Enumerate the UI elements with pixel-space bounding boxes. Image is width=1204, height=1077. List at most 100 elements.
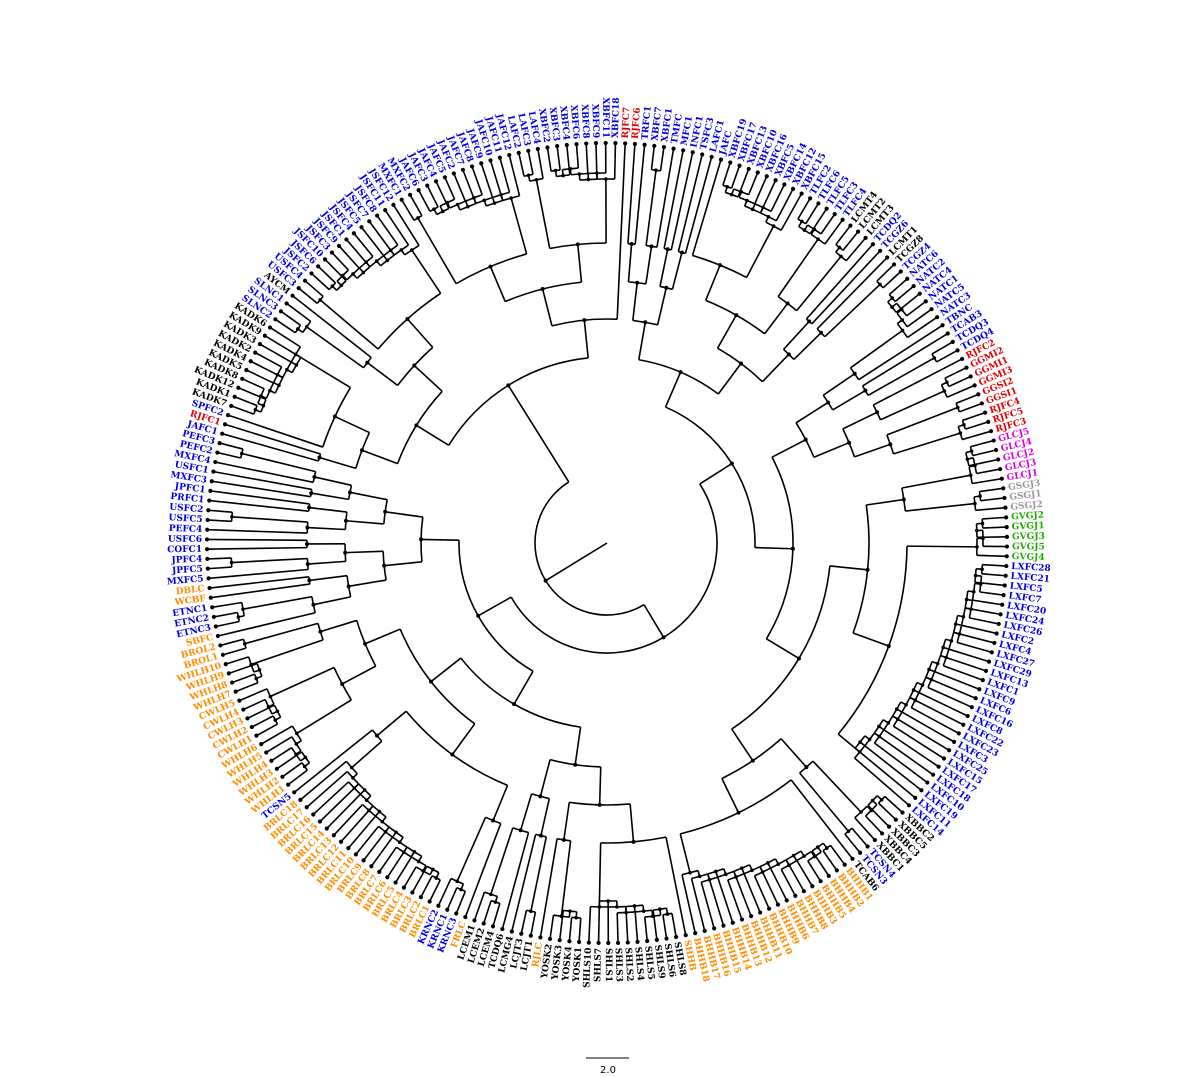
tip-dot — [986, 659, 992, 664]
clade-branch — [842, 243, 849, 251]
backbone-branch — [421, 538, 460, 541]
tip-branch — [370, 852, 382, 867]
clade-branch — [872, 799, 878, 806]
clade-branch — [374, 811, 381, 817]
tip-dot — [205, 527, 210, 532]
tip-dot — [999, 476, 1004, 481]
backbone-branch — [822, 373, 856, 396]
tip-dot — [645, 938, 650, 944]
tip-dot — [718, 157, 724, 162]
tip-branch — [918, 308, 933, 320]
backbone-branch — [866, 498, 904, 506]
tip-dot — [535, 146, 540, 152]
tip-dot — [992, 640, 997, 646]
clade-branch — [906, 327, 922, 339]
tip-dot — [555, 144, 560, 149]
backbone-branch — [811, 259, 873, 325]
tip-dot — [304, 805, 309, 810]
clade-branch — [774, 858, 780, 865]
tip-dot — [964, 365, 969, 370]
clade-branch — [959, 408, 968, 413]
clade-branch — [227, 620, 240, 625]
tip-dot — [296, 286, 301, 291]
tip-dot — [528, 933, 533, 938]
clade-branch — [887, 297, 893, 303]
tip-dot — [973, 696, 978, 701]
clade-branch — [892, 725, 935, 753]
clade-branch — [249, 401, 258, 407]
tip-branch — [908, 779, 922, 791]
tip-branch — [971, 430, 992, 438]
tip-dot — [613, 140, 618, 146]
tip-dot — [229, 403, 234, 408]
tip-dot — [1001, 593, 1006, 598]
tip-branch — [985, 477, 1002, 483]
tip-dot — [367, 219, 372, 224]
clade-branch — [410, 851, 416, 858]
tip-branch — [585, 143, 588, 160]
tip-branch — [920, 316, 938, 330]
tip-branch — [219, 442, 236, 448]
clade-branch — [561, 169, 564, 176]
tip-label: XBFC8 — [579, 104, 591, 139]
clade-branch — [972, 599, 987, 604]
clade-branch — [876, 795, 883, 801]
clade-branch — [759, 207, 764, 214]
clade-branch — [219, 566, 232, 569]
clade-branch — [864, 735, 871, 741]
tip-dot — [755, 170, 760, 175]
backbone-branch — [745, 225, 775, 278]
backbone-branch — [314, 476, 352, 487]
clade-branch — [967, 590, 974, 593]
tip-dot — [460, 167, 465, 172]
node-dot — [568, 166, 573, 171]
tip-dot — [965, 713, 970, 719]
tip-dot — [712, 926, 717, 931]
tip-dot — [936, 764, 941, 769]
clade-branch — [464, 200, 469, 207]
backbone-branch — [244, 622, 319, 645]
clade-branch — [957, 614, 964, 618]
clade-branch — [417, 208, 423, 217]
backbone-branch — [629, 803, 635, 842]
backbone-branch — [560, 840, 572, 917]
backbone-branch — [296, 699, 352, 735]
tip-label: LXFC7 — [1008, 591, 1042, 605]
clade-branch — [724, 186, 729, 193]
backbone-branch — [221, 501, 309, 512]
clade-branch — [792, 855, 798, 862]
tip-dot — [311, 812, 316, 817]
tip-dot — [269, 758, 274, 763]
tip-label: SHLS7 — [593, 948, 604, 982]
clade-branch — [246, 681, 259, 688]
clade-branch — [483, 200, 488, 207]
tip-branch — [394, 868, 405, 883]
tip-dot — [547, 936, 553, 942]
backbone-branch — [345, 519, 384, 525]
tip-dot — [872, 837, 877, 843]
clade-branch — [785, 859, 790, 866]
clade-branch — [235, 638, 244, 643]
tip-dot — [929, 307, 934, 312]
node-dot — [343, 518, 348, 523]
clade-branch — [554, 170, 558, 177]
clade-branch — [252, 383, 265, 390]
tip-label: WCBF — [173, 594, 207, 608]
tip-branch — [852, 237, 867, 254]
clade-branch — [901, 711, 941, 735]
tip-dot — [635, 939, 640, 944]
clade-branch — [224, 510, 233, 514]
clade-branch — [918, 691, 954, 710]
clade-branch — [738, 191, 742, 198]
backbone-branch — [832, 389, 866, 411]
clade-branch — [495, 903, 501, 916]
clade-branch — [780, 210, 793, 231]
tip-branch — [985, 506, 1006, 511]
backbone-branch — [417, 217, 457, 285]
clade-branch — [231, 601, 242, 605]
tip-dot — [210, 605, 215, 610]
tip-branch — [778, 885, 788, 901]
backbone-branch — [716, 314, 738, 349]
backbone-branch — [850, 329, 903, 369]
tip-dot — [826, 873, 831, 878]
